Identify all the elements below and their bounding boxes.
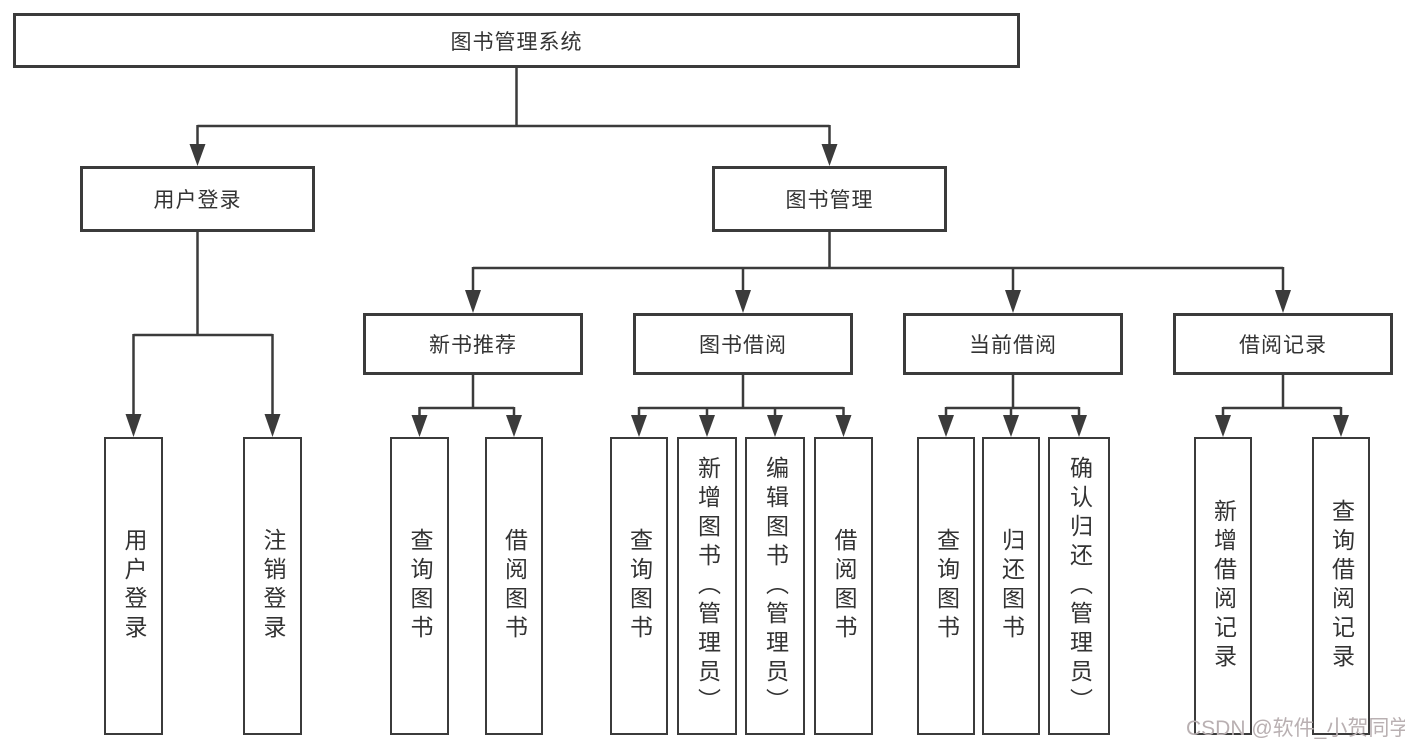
leaf-borrow-books-recommend-label: 借阅图书 — [501, 528, 528, 644]
leaf-query-borrow-record: 查询借阅记录 — [1312, 437, 1370, 735]
leaf-query-books-current-label: 查询图书 — [933, 528, 960, 644]
leaf-borrow-books-label: 借阅图书 — [831, 528, 857, 644]
node-borrowing-records: 借阅记录 — [1173, 313, 1393, 375]
node-user-login-label: 用户登录 — [153, 189, 242, 212]
node-root: 图书管理系统 — [13, 13, 1020, 68]
leaf-add-books-admin: 新增图书（管理员） — [677, 437, 737, 735]
leaf-query-books-borrowing: 查询图书 — [610, 437, 668, 735]
leaf-borrow-books: 借阅图书 — [814, 437, 873, 735]
leaf-add-books-admin-label: 新增图书（管理员） — [694, 455, 721, 717]
leaf-query-books-borrowing-label: 查询图书 — [626, 528, 653, 644]
node-current-borrowing-label: 当前借阅 — [969, 334, 1057, 357]
node-user-login: 用户登录 — [80, 166, 315, 232]
node-current-borrowing: 当前借阅 — [903, 313, 1123, 375]
leaf-user-login-label: 用户登录 — [121, 528, 147, 644]
leaf-query-books-recommend-label: 查询图书 — [407, 528, 433, 644]
leaf-borrow-books-recommend: 借阅图书 — [485, 437, 543, 735]
node-new-book-recommend: 新书推荐 — [363, 313, 583, 375]
leaf-add-borrow-record-label: 新增借阅记录 — [1210, 499, 1237, 673]
leaf-edit-books-admin: 编辑图书（管理员） — [745, 437, 805, 735]
node-borrowing-records-label: 借阅记录 — [1239, 334, 1327, 357]
leaf-confirm-return-admin: 确认归还（管理员） — [1048, 437, 1110, 735]
node-new-book-recommend-label: 新书推荐 — [429, 334, 517, 357]
node-book-management: 图书管理 — [712, 166, 947, 232]
csdn-watermark: CSDN @软件_小贺同学 — [1186, 717, 1405, 740]
node-book-borrowing: 图书借阅 — [633, 313, 853, 375]
leaf-logout: 注销登录 — [243, 437, 302, 735]
leaf-user-login: 用户登录 — [104, 437, 163, 735]
node-book-management-label: 图书管理 — [785, 189, 874, 212]
leaf-return-books-label: 归还图书 — [998, 528, 1025, 644]
leaf-return-books: 归还图书 — [982, 437, 1040, 735]
node-root-label: 图书管理系统 — [450, 30, 583, 54]
leaf-add-borrow-record: 新增借阅记录 — [1194, 437, 1252, 735]
node-book-borrowing-label: 图书借阅 — [699, 334, 787, 357]
leaf-query-books-current: 查询图书 — [917, 437, 975, 735]
leaf-query-borrow-record-label: 查询借阅记录 — [1328, 499, 1355, 673]
leaf-edit-books-admin-label: 编辑图书（管理员） — [762, 455, 789, 717]
leaf-logout-label: 注销登录 — [260, 528, 286, 644]
leaf-query-books-recommend: 查询图书 — [390, 437, 449, 735]
leaf-confirm-return-admin-label: 确认归还（管理员） — [1066, 455, 1093, 717]
